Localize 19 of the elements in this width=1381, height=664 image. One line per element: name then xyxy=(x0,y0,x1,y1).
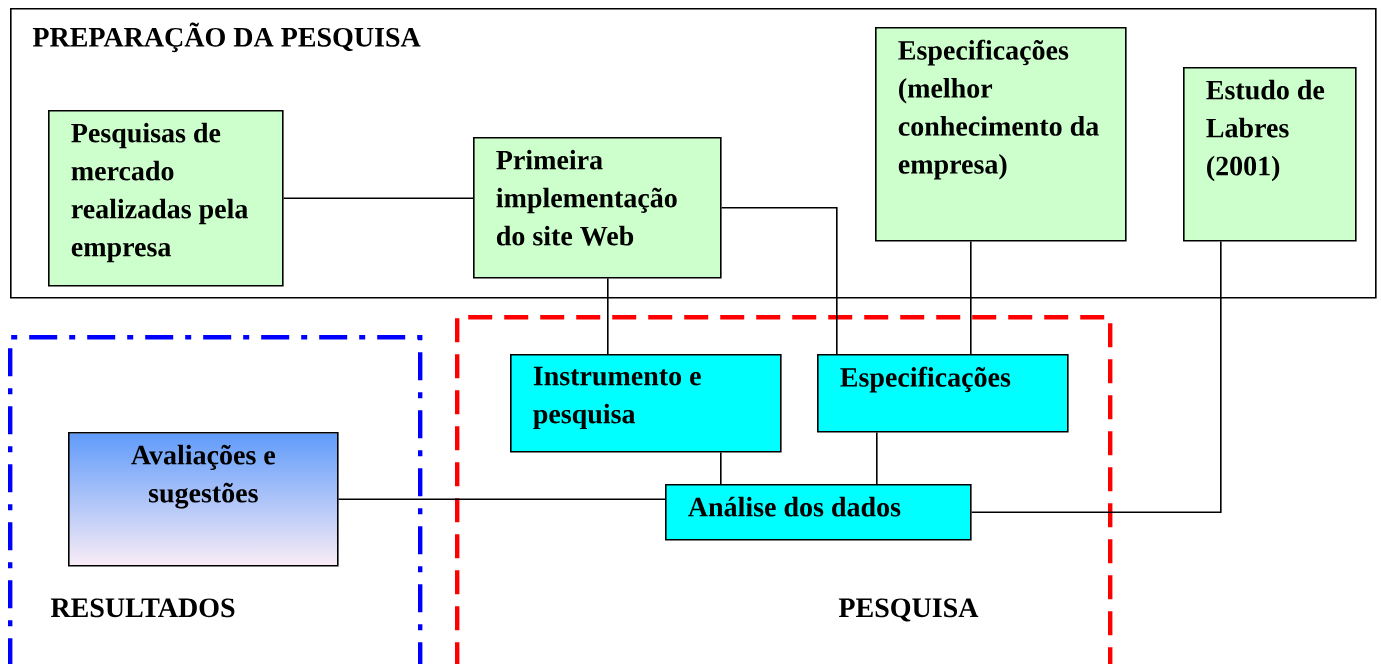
connector-line xyxy=(876,431,878,485)
connector-line xyxy=(970,240,972,355)
process-box: Análise dos dados xyxy=(665,484,972,541)
connector-line xyxy=(720,207,838,355)
connector-line xyxy=(337,498,666,501)
process-box: Especificações (melhor conhecimento da empresa) xyxy=(875,27,1127,242)
connector-line xyxy=(282,197,474,200)
connector-line xyxy=(720,451,722,485)
process-box: Primeira implementação do site Web xyxy=(473,137,722,279)
process-box: Pesquisas de mercado realizadas pela empresa xyxy=(48,110,284,287)
process-box: Estudo de Labres (2001) xyxy=(1183,67,1357,242)
process-box: Especificações xyxy=(817,354,1069,433)
result-box: Avaliações e sugestões xyxy=(68,432,339,567)
region-heading: RESULTADOS xyxy=(50,598,235,618)
region-heading: PREPARAÇÃO DA PESQUISA xyxy=(32,22,421,53)
process-box: Instrumento e pesquisa xyxy=(510,354,782,453)
connector-line xyxy=(607,277,609,355)
connector-line xyxy=(970,240,1222,514)
region-heading: PESQUISA xyxy=(838,598,979,622)
